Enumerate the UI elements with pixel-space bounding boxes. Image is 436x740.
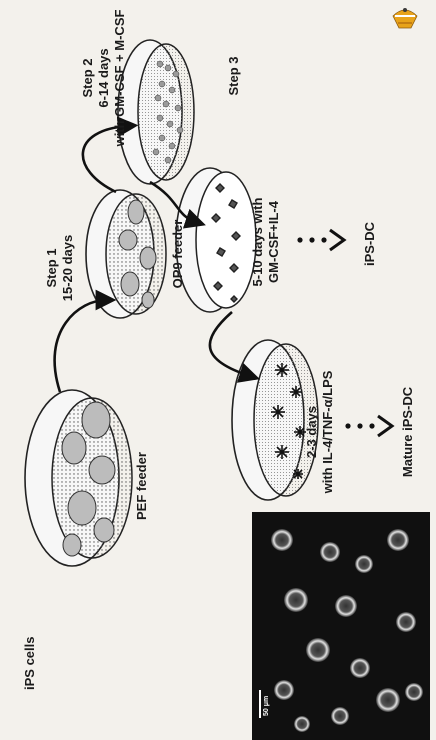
label-mature-factors: with IL-4/TNF-α/LPS — [320, 370, 335, 494]
label-step3-factors: GM-CSF+IL-4 — [266, 200, 281, 283]
op9-feeder-dish — [86, 190, 166, 318]
label-step1-title: Step 1 — [44, 248, 59, 287]
label-step2-days: 6-14 days — [96, 48, 111, 107]
label-mature-days: 2-3 days — [304, 406, 319, 458]
label-ips-cells: iPS cells — [22, 637, 37, 690]
step3-dish — [176, 168, 256, 312]
logo-icon — [393, 8, 417, 28]
label-mature-ips-dc: Mature iPS-DC — [400, 386, 415, 477]
label-step3-days: 5-10 days with — [250, 198, 265, 287]
step2-dish — [118, 40, 194, 184]
label-ips-dc: iPS-DC — [362, 221, 377, 266]
label-pef-feeder: PEF feeder — [134, 452, 149, 520]
micrograph-image: 50 μm — [252, 512, 430, 740]
label-step1-days: 15-20 days — [60, 235, 75, 302]
dotted-arrow-icon — [345, 416, 392, 436]
scale-bar-label: 50 μm — [263, 696, 270, 716]
dotted-arrow-icon — [297, 230, 344, 250]
arrow-dish1-to-dish2 — [55, 300, 106, 392]
pef-feeder-dish — [25, 390, 132, 566]
label-step3-title: Step 3 — [226, 56, 241, 95]
label-step2-title: Step 2 — [80, 58, 95, 97]
label-step2-factors: with GM-CSF + M-CSF — [112, 10, 127, 148]
label-op9-feeder: OP9 feeder — [170, 220, 185, 289]
